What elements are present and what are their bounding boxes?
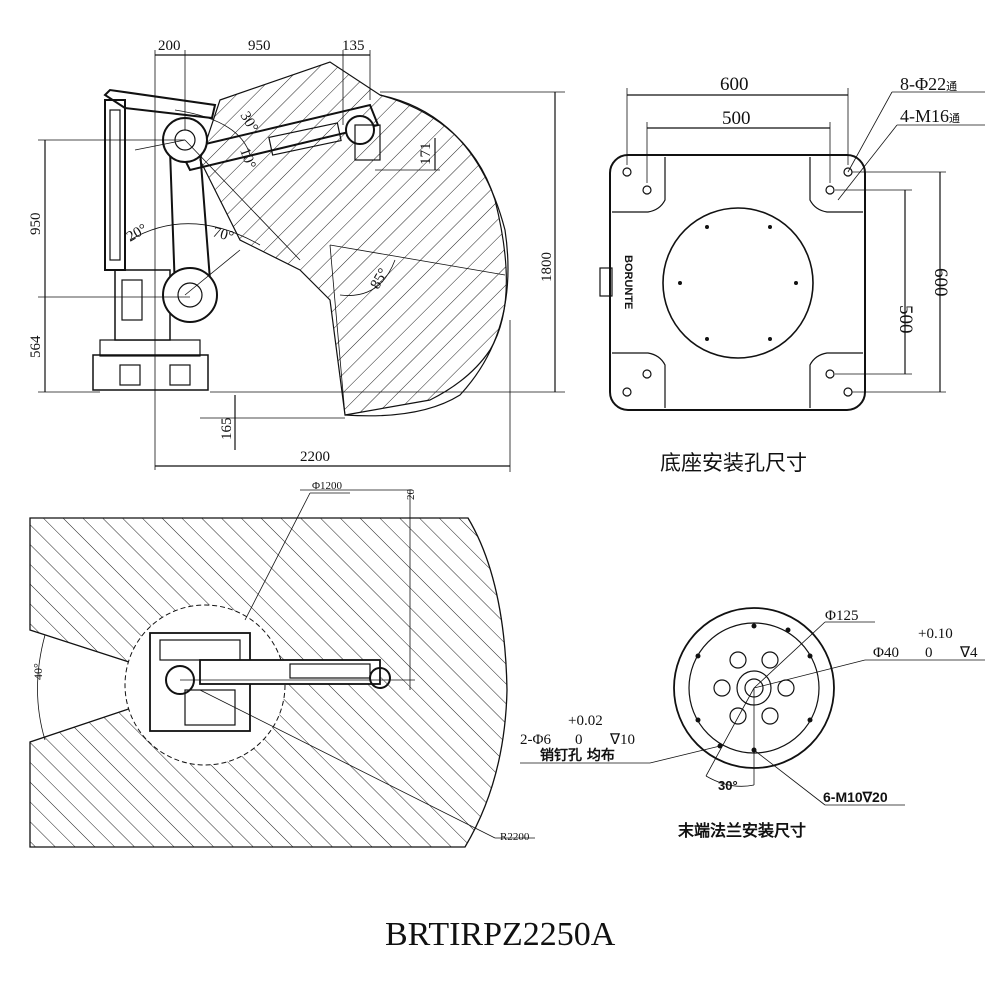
dim-165: 165 xyxy=(219,418,235,441)
side-view: 200 950 135 950 564 1800 171 165 2200 30… xyxy=(28,38,565,472)
robot-top-link xyxy=(103,88,217,120)
top-angle-40: 40° xyxy=(31,663,45,680)
robot-joint-lower xyxy=(162,267,218,323)
base-view: BORUNTE 600 500 500 600 8-Φ22通 4-M16通 底座… xyxy=(599,74,985,475)
dim-950-top: 950 xyxy=(248,38,271,54)
flange-view: Φ125 +0.10 Φ40 0 ∇4 +0.02 2-Φ6 0 ∇10 销钉孔… xyxy=(520,607,985,840)
base-flange-circle xyxy=(662,207,814,359)
flange-pin-note: 销钉孔 均布 xyxy=(540,747,615,764)
dim-2200: 2200 xyxy=(300,449,330,465)
base-dim-500-top: 500 xyxy=(722,108,751,129)
robot-wrist xyxy=(345,115,375,145)
base-brand: BORUNTE xyxy=(622,255,634,309)
flange-tol-lower: 0 xyxy=(925,645,933,661)
angle-10: 10° xyxy=(236,146,258,171)
base-dim-600-top: 600 xyxy=(720,74,749,95)
dim-171: 171 xyxy=(418,143,434,166)
base-dim-500-right: 500 xyxy=(895,305,916,334)
flange-caption: 末端法兰安装尺寸 xyxy=(678,821,806,840)
dim-1800: 1800 xyxy=(539,252,555,282)
dim-564: 564 xyxy=(28,335,44,358)
flange-dia-125: Φ125 xyxy=(825,608,858,624)
flange-threads: 6-M10∇20 xyxy=(823,789,888,805)
flange-pin-tol-upper: +0.02 xyxy=(568,713,603,729)
flange-dia-40: Φ40 xyxy=(873,645,899,661)
flange-pin-tol-lower: 0 xyxy=(575,732,583,748)
angle-20: 20° xyxy=(124,221,150,245)
base-caption: 底座安装孔尺寸 xyxy=(660,451,807,475)
top-dia-1200: Φ1200 xyxy=(312,480,343,492)
top-view: Φ1200 20 40° R2200 xyxy=(29,480,535,848)
flange-angle-30: 30° xyxy=(718,778,738,793)
top-dim-20: 20 xyxy=(405,489,417,501)
robot-rear-link xyxy=(104,99,126,271)
robot-base xyxy=(92,354,209,391)
flange-depth-4: ∇4 xyxy=(959,645,978,661)
flange-pin-depth: ∇10 xyxy=(609,732,635,748)
dim-135: 135 xyxy=(342,38,365,54)
flange-tol-upper: +0.10 xyxy=(918,626,953,642)
flange-pin-spec: 2-Φ6 xyxy=(520,732,551,748)
angle-70: 70° xyxy=(211,224,235,245)
base-holes-through: 8-Φ22通 xyxy=(900,74,957,94)
base-dim-600-right: 600 xyxy=(930,268,951,297)
dim-200: 200 xyxy=(158,38,181,54)
dim-950-left: 950 xyxy=(28,213,44,236)
top-radius: R2200 xyxy=(500,831,530,843)
model-title: BRTIRPZ2250A xyxy=(385,916,616,953)
base-threads: 4-M16通 xyxy=(900,106,960,126)
